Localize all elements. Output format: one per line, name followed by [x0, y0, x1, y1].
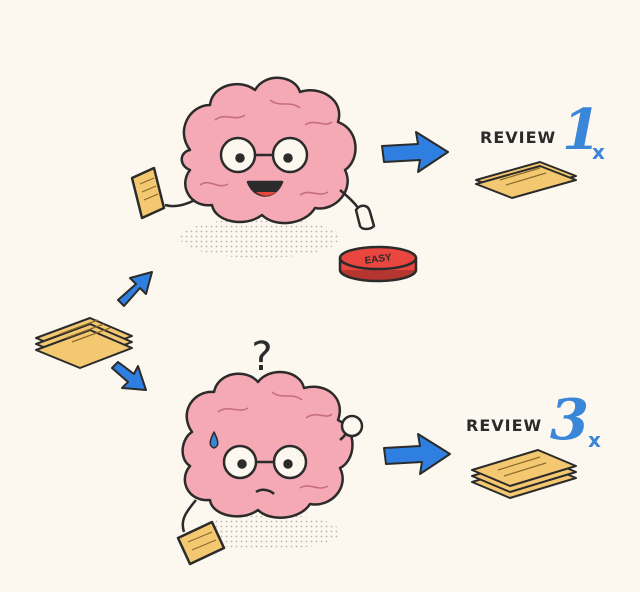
- question-mark: ?: [251, 334, 272, 380]
- review-count-bottom: 3: [550, 387, 589, 453]
- card-stack-left: [35, 317, 133, 369]
- review-times-bottom: x: [588, 428, 601, 452]
- arrow-up-icon: [117, 271, 153, 307]
- happy-brain: [130, 76, 376, 231]
- review-card-top: [475, 161, 577, 199]
- easy-button[interactable]: [338, 245, 418, 283]
- review-label-bottom: REVIEW: [466, 416, 543, 435]
- arrow-right-icon-bottom: [383, 433, 451, 475]
- review-label-top: REVIEW: [480, 128, 557, 147]
- easy-button-label: EASY: [364, 252, 393, 267]
- confused-brain: [176, 370, 364, 566]
- arrow-down-icon: [111, 361, 147, 391]
- brain-shadow-top: [180, 218, 340, 258]
- review-count-top: 1: [562, 97, 601, 163]
- brain-shadow-bottom: [196, 514, 340, 550]
- review-card-stack-bottom: [471, 449, 577, 499]
- arrow-right-icon-top: [381, 131, 449, 173]
- review-times-top: x: [592, 140, 605, 164]
